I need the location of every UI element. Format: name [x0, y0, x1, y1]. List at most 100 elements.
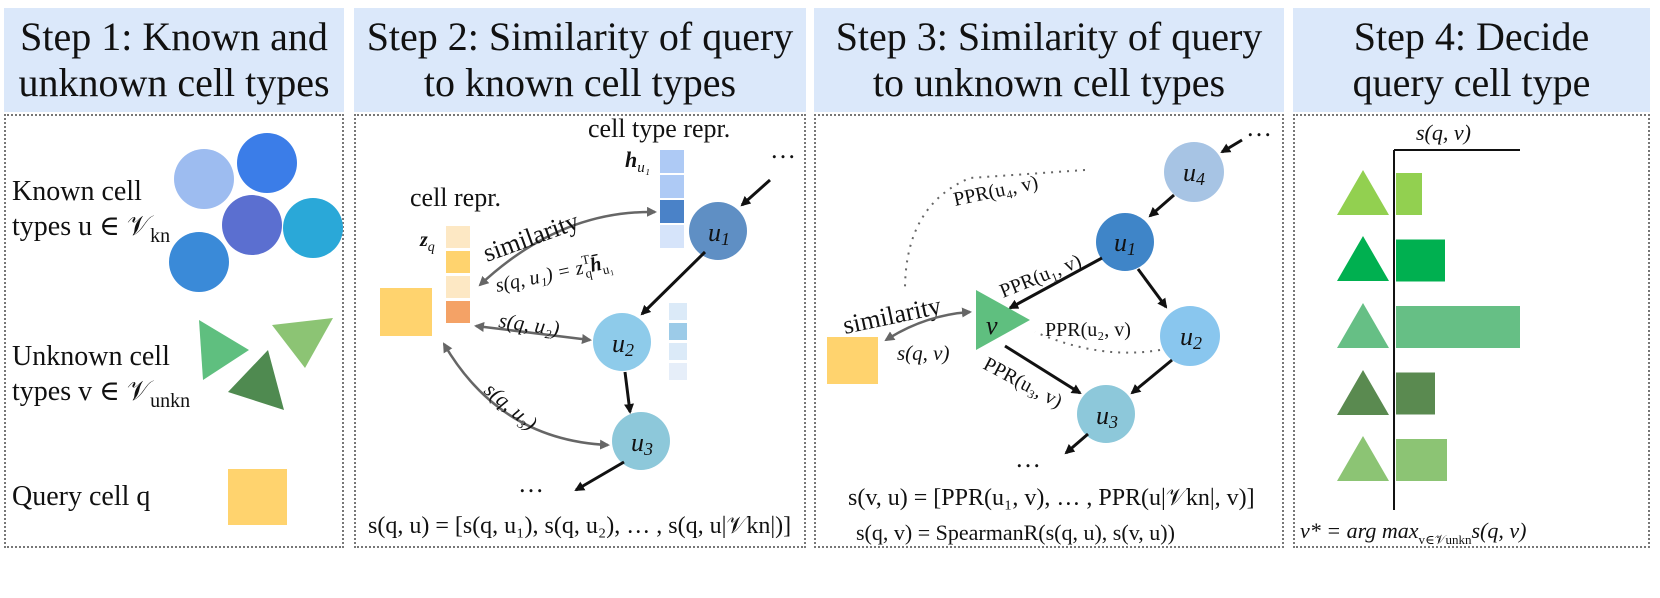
- node-u1: [1096, 213, 1154, 271]
- repr-cell: [446, 251, 470, 273]
- step1-content: Known cell types u ∈ 𝒱kn Unknown cell ty…: [12, 133, 343, 525]
- ppr-u4-label: PPR(u₄, v): [951, 172, 1040, 211]
- node-u3-label: u3: [1096, 401, 1118, 432]
- step4-formula: v* = arg maxv∈𝒱unkns(q, v): [1300, 518, 1526, 547]
- node-u3-label: u3: [631, 428, 653, 459]
- repr-cell: [669, 323, 687, 340]
- ellipsis-top: …: [1246, 113, 1272, 142]
- step4-panel: [1293, 114, 1650, 548]
- ellipsis-bottom: …: [518, 469, 544, 498]
- node-u1: [689, 202, 747, 260]
- score-bar: [1396, 306, 1520, 348]
- repr-cell: [446, 301, 470, 323]
- node-u4: [1164, 142, 1224, 202]
- known-label-line1: Known cell: [12, 176, 142, 207]
- node-u3: [1077, 385, 1135, 443]
- similarity-arrow: [442, 342, 610, 450]
- step3-header: Step 3: Similarity of query to unknown c…: [814, 8, 1284, 112]
- candidate-triangle: [1337, 236, 1389, 281]
- step4-header: Step 4: Decide query cell type: [1293, 8, 1650, 112]
- ellipsis-bottom: …: [1015, 444, 1041, 473]
- similarity-arrow: [474, 322, 592, 344]
- step3-panel: [814, 114, 1284, 548]
- known-cell-circle: [283, 198, 343, 258]
- similarity-label: similarity: [479, 206, 583, 267]
- unknown-cell-triangle: [199, 320, 249, 380]
- repr-cell: [446, 276, 470, 298]
- edge-arrow: [740, 178, 771, 207]
- edge-arrow: [1220, 138, 1243, 154]
- edge-arrow: [1004, 344, 1082, 395]
- query-cell-square: [827, 337, 878, 384]
- ellipsis-top: …: [770, 135, 796, 164]
- ppr-dotted-path: [1034, 331, 1161, 354]
- node-u1-label: u1: [1114, 228, 1136, 259]
- step1-header: Step 1: Known and unknown cell types: [4, 8, 344, 112]
- query-label: Query cell q: [12, 481, 150, 512]
- edge-arrow: [1130, 358, 1173, 395]
- edge-arrow: [1148, 193, 1175, 218]
- candidate-triangle: [1337, 303, 1389, 348]
- step3-formula2: s(q, v) = SpearmanR(s(q, u), s(v, u)): [856, 520, 1175, 545]
- step1-title: Step 1: Known and unknown cell types: [18, 14, 330, 105]
- unknown-cell-triangle: [228, 350, 284, 410]
- step2-content: cell type repr. hu₁ … u1 cell repr. zq s…: [368, 114, 796, 539]
- unknown-label-line2: types v ∈ 𝒱unkn: [12, 376, 190, 412]
- ppr-u3-label: PPR(u₃, v): [980, 353, 1066, 413]
- repr-cell: [669, 363, 687, 380]
- node-u1-label: u1: [708, 218, 730, 249]
- cell-type-repr-label: cell type repr.: [588, 114, 730, 143]
- s-q-v-label: s(q, v): [897, 341, 949, 365]
- edge-arrow: [623, 371, 634, 414]
- edge-arrow: [640, 250, 707, 316]
- query-cell-square: [228, 469, 287, 525]
- similarity-arrow: [478, 206, 657, 287]
- step3-formula1: s(v, u) = [PPR(u₁, v), … , PPR(u|𝒱kn|, v…: [848, 485, 1255, 511]
- bar-group: [1396, 173, 1520, 481]
- node-u4-label: u4: [1183, 158, 1205, 189]
- known-cell-circle: [237, 133, 297, 193]
- repr-cell: [446, 226, 470, 248]
- known-label-line2: types u ∈ 𝒱kn: [12, 211, 170, 247]
- step2-header: Step 2: Similarity of query to known cel…: [354, 8, 806, 112]
- known-cell-circle: [174, 149, 234, 209]
- z-q-label: zq: [419, 229, 435, 255]
- ppr-dotted-path: [904, 169, 1086, 291]
- node-u2-label: u2: [612, 329, 634, 360]
- step4-title: Step 4: Decide query cell type: [1352, 14, 1591, 105]
- known-cell-circle: [222, 195, 282, 255]
- axis-label: s(q, v): [1416, 120, 1471, 145]
- repr-cell: [660, 175, 684, 198]
- similarity-label: similarity: [840, 291, 944, 340]
- repr-cell: [660, 200, 684, 223]
- step3-content: … u4 PPR(u₄, v) u1 PPR(u₁, v) u2 PPR(u₂,…: [827, 113, 1272, 545]
- unknown-label-line1: Unknown cell: [12, 341, 170, 372]
- similarity-arrow: [884, 307, 972, 342]
- score-bar: [1396, 239, 1445, 282]
- edge-arrow: [574, 460, 625, 492]
- step2-title: Step 2: Similarity of query to known cel…: [366, 14, 794, 105]
- repr-cell: [669, 343, 687, 360]
- node-v-label: v: [986, 311, 998, 340]
- node-v-triangle: [976, 290, 1030, 350]
- ppr-u2-label: PPR(u₂, v): [1045, 319, 1131, 341]
- candidate-triangle: [1337, 436, 1389, 481]
- repr-cell: [669, 303, 687, 320]
- candidate-triangle: [1337, 370, 1389, 415]
- s-q-u2-label: s(q, u₂): [497, 308, 561, 340]
- repr-cell: [660, 150, 684, 173]
- step2-panel: [354, 114, 806, 548]
- step4-content: s(q, v) v* = arg maxv∈𝒱unkns(q, v): [1300, 120, 1526, 547]
- query-cell-square: [380, 288, 432, 336]
- known-cell-circle: [169, 232, 229, 292]
- unknown-cell-triangle: [272, 318, 333, 368]
- score-bar: [1396, 439, 1447, 481]
- candidate-triangle: [1337, 170, 1389, 215]
- node-u2: [1160, 306, 1220, 366]
- cell-repr-label: cell repr.: [410, 183, 501, 212]
- edge-arrow: [1008, 256, 1103, 310]
- edge-arrow: [1064, 432, 1089, 455]
- s-q-u3-label: s(q, u₃): [480, 377, 542, 435]
- node-u3: [612, 412, 670, 470]
